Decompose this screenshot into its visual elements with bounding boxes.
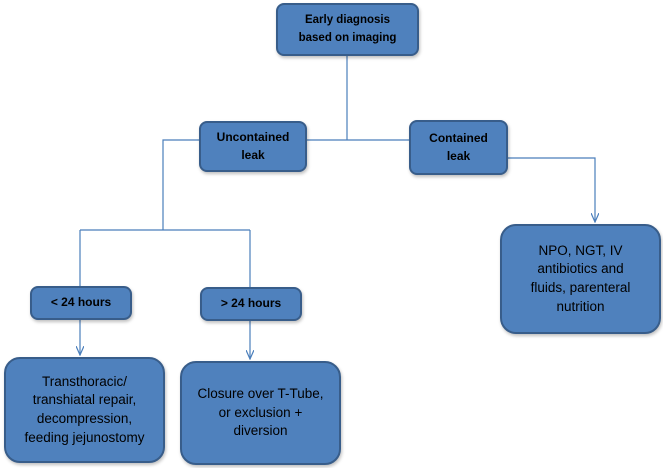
- connector-uncontained-to-split: [162, 139, 199, 230]
- connector-contained-to-npo: [508, 157, 595, 222]
- node-contained-leak: Contained leak: [409, 120, 508, 175]
- node-uncontained-leak: Uncontained leak: [199, 121, 307, 172]
- node-greater-than-24-hours: > 24 hours: [200, 287, 302, 321]
- node-closure-t-tube: Closure over T-Tube, or exclusion + dive…: [180, 361, 341, 465]
- node-npo-treatment: NPO, NGT, IV antibiotics and fluids, par…: [500, 224, 661, 334]
- node-transthoracic-repair: Transthoracic/ transhiatal repair, decom…: [4, 357, 165, 463]
- node-less-than-24-hours: < 24 hours: [30, 286, 132, 320]
- node-early-diagnosis: Early diagnosis based on imaging: [276, 3, 419, 56]
